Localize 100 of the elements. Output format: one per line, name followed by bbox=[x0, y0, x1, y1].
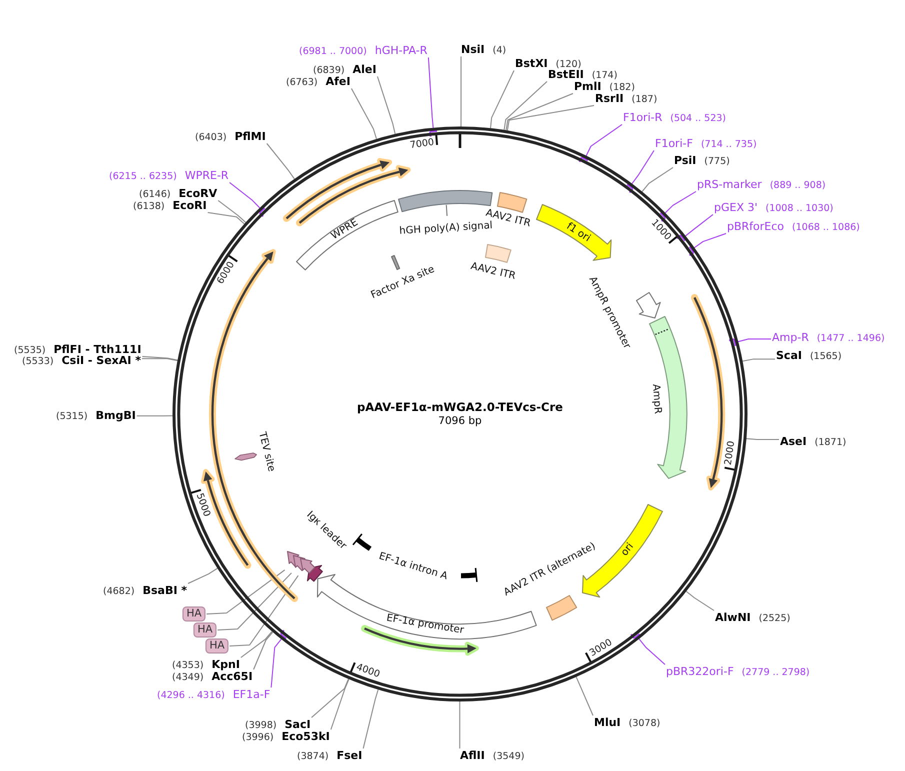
leader-line bbox=[686, 590, 714, 611]
leader-line bbox=[136, 415, 173, 416]
leader-line bbox=[504, 81, 548, 130]
enzyme-name: Eco53kI bbox=[282, 730, 330, 742]
leader-line bbox=[330, 678, 350, 730]
primer-position: (889 .. 908) bbox=[770, 180, 826, 190]
scale-label: 5000 bbox=[194, 492, 212, 519]
leader-line bbox=[141, 358, 178, 362]
enzyme-name: AseI bbox=[780, 436, 807, 446]
site-position: (5315) bbox=[56, 410, 88, 422]
site-position: (174) bbox=[592, 70, 618, 80]
enzyme-name: Acc65I bbox=[212, 670, 253, 682]
feature-label: f1 ori bbox=[563, 220, 592, 245]
scale-label: 7000 bbox=[408, 136, 434, 151]
primer-name: WPRE-R bbox=[184, 170, 229, 180]
site-position: (1871) bbox=[814, 436, 846, 448]
leader-line bbox=[240, 631, 272, 658]
enzyme-name: PmlI bbox=[574, 80, 602, 92]
site-position: (6146) bbox=[139, 188, 171, 200]
plasmid-name: pAAV-EF1α-mWGA2.0-TEVcs-Cre bbox=[357, 400, 563, 414]
site-position: (3549) bbox=[492, 750, 524, 762]
enzyme-name: EcoRI bbox=[172, 200, 207, 210]
tag-label: HA bbox=[182, 606, 206, 622]
leader-line bbox=[218, 200, 246, 223]
primer-name: pBR322ori-F bbox=[666, 666, 734, 676]
tag-label: HA bbox=[193, 622, 217, 638]
primer-position: (6215 .. 6235) bbox=[109, 170, 177, 182]
primer-position: (504 .. 523) bbox=[670, 112, 726, 124]
primer-name: F1ori-F bbox=[655, 138, 693, 148]
leader-line bbox=[576, 676, 594, 716]
leader-line bbox=[490, 70, 514, 129]
leader-line bbox=[642, 167, 674, 192]
enzyme-name: NsiI bbox=[461, 44, 485, 54]
leader-line bbox=[742, 358, 776, 362]
enzyme-name: ScaI bbox=[776, 350, 802, 360]
feature-label: TEV site bbox=[255, 430, 277, 474]
feature-label: EF-1α promoter bbox=[386, 612, 465, 638]
enzyme-name: KpnI bbox=[212, 658, 240, 670]
enzyme-name: AflII bbox=[460, 750, 485, 760]
scale-label: 4000 bbox=[354, 662, 382, 680]
enzyme-name: BstEII bbox=[548, 68, 584, 80]
tag-label: HA bbox=[205, 638, 229, 654]
primer-position: (1008 .. 1030) bbox=[766, 202, 834, 214]
enzyme-name: EcoRV bbox=[178, 188, 218, 198]
leader-line bbox=[362, 689, 379, 749]
leader-line bbox=[506, 93, 574, 131]
feature-label: Factor Xa site bbox=[369, 264, 437, 302]
leader-line bbox=[217, 572, 292, 630]
enzyme-name: MluI bbox=[594, 716, 621, 728]
primer-name: pRS-marker bbox=[697, 178, 762, 190]
primer-position: (1068 .. 1086) bbox=[792, 222, 860, 232]
leader-line bbox=[311, 678, 349, 718]
enzyme-name: AfeI bbox=[326, 76, 350, 86]
site-position: (3078) bbox=[628, 718, 660, 728]
enzyme-name: RsrII bbox=[595, 92, 624, 104]
feature-label: AmpR bbox=[649, 383, 664, 414]
site-position: (120) bbox=[556, 58, 582, 70]
primer-name: EF1a-F bbox=[232, 688, 270, 700]
primer-name: F1ori-R bbox=[623, 112, 662, 122]
enzyme-name: PflFI - Tth111I bbox=[54, 344, 142, 354]
primer-name: pGEX 3' bbox=[714, 202, 758, 212]
enzyme-name: BstXI bbox=[515, 58, 548, 68]
leader-line bbox=[746, 438, 780, 440]
leader-line bbox=[459, 701, 460, 749]
enzyme-name: AleI bbox=[352, 64, 376, 74]
enzyme-name: AlwNI bbox=[715, 612, 751, 622]
leader-line bbox=[506, 105, 594, 131]
site-position: (4682) bbox=[103, 586, 135, 596]
site-position: (6763) bbox=[286, 76, 318, 88]
site-position: (6839) bbox=[313, 64, 345, 76]
feature-label: ori bbox=[619, 541, 637, 559]
site-position: (3998) bbox=[245, 720, 277, 730]
primer-name: pBRforEco bbox=[727, 220, 784, 232]
site-position: (2525) bbox=[758, 612, 790, 624]
primer-position: (714 .. 735) bbox=[700, 138, 757, 150]
leader-line bbox=[350, 88, 377, 140]
site-position: (4353) bbox=[172, 660, 204, 670]
enzyme-name: CsiI - SexAI * bbox=[62, 354, 141, 366]
feature-label: EF-1α intron A bbox=[377, 550, 450, 584]
feature-label: hGH poly(A) signal bbox=[399, 220, 494, 238]
leader-line bbox=[376, 76, 396, 134]
primer-name: hGH-PA-R bbox=[374, 44, 428, 56]
enzyme-name: PsiI bbox=[674, 154, 696, 166]
primer-position: (4296 .. 4316) bbox=[157, 690, 225, 700]
site-position: (5533) bbox=[22, 356, 54, 366]
site-position: (187) bbox=[632, 94, 658, 104]
scale-label: 2000 bbox=[722, 440, 738, 466]
enzyme-name: SacI bbox=[284, 718, 311, 730]
site-position: (4349) bbox=[172, 672, 204, 682]
leader-line bbox=[206, 569, 286, 614]
site-position: (3874) bbox=[297, 750, 329, 762]
leader-line bbox=[188, 568, 218, 584]
enzyme-name: BmgBI bbox=[96, 410, 136, 420]
enzyme-name: FseI bbox=[336, 750, 362, 760]
primer-name: Amp-R bbox=[772, 332, 809, 342]
primer-position: (2779 .. 2798) bbox=[742, 666, 810, 678]
primer-position: (6981 .. 7000) bbox=[299, 46, 367, 56]
site-position: (1565) bbox=[810, 350, 842, 362]
leader-line bbox=[253, 632, 274, 670]
site-position: (775) bbox=[704, 156, 730, 166]
